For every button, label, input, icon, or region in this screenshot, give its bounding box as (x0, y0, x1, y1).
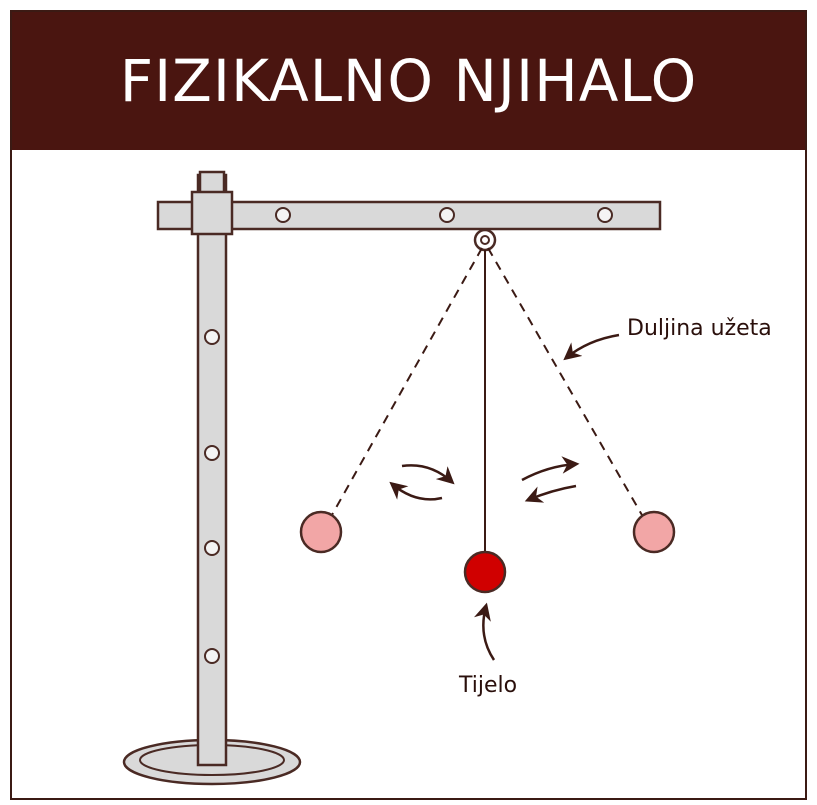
title-banner: FIZIKALNO NJIHALO (12, 12, 805, 150)
bob-right-faded (632, 510, 676, 554)
swing-arrows-left-icon (389, 464, 455, 501)
pivot-icon (473, 228, 497, 252)
stand-pole (196, 173, 228, 767)
swing-arrows-right-icon (521, 456, 580, 503)
body-label: Tijelo (458, 673, 517, 698)
page-title: FIZIKALNO NJIHALO (119, 47, 698, 115)
stand-arm (156, 200, 662, 231)
diagram-frame: FIZIKALNO NJIHALO (10, 10, 807, 800)
stand-clamp (190, 170, 234, 236)
rope-pointer-arrow (563, 333, 620, 361)
string-left-dashed (327, 247, 483, 523)
bob-left-faded (299, 510, 343, 554)
string-right-dashed (487, 247, 647, 523)
bob-center (463, 550, 507, 594)
rope-length-label: Duljina užeta (627, 316, 772, 341)
body-pointer-arrow (473, 602, 496, 661)
